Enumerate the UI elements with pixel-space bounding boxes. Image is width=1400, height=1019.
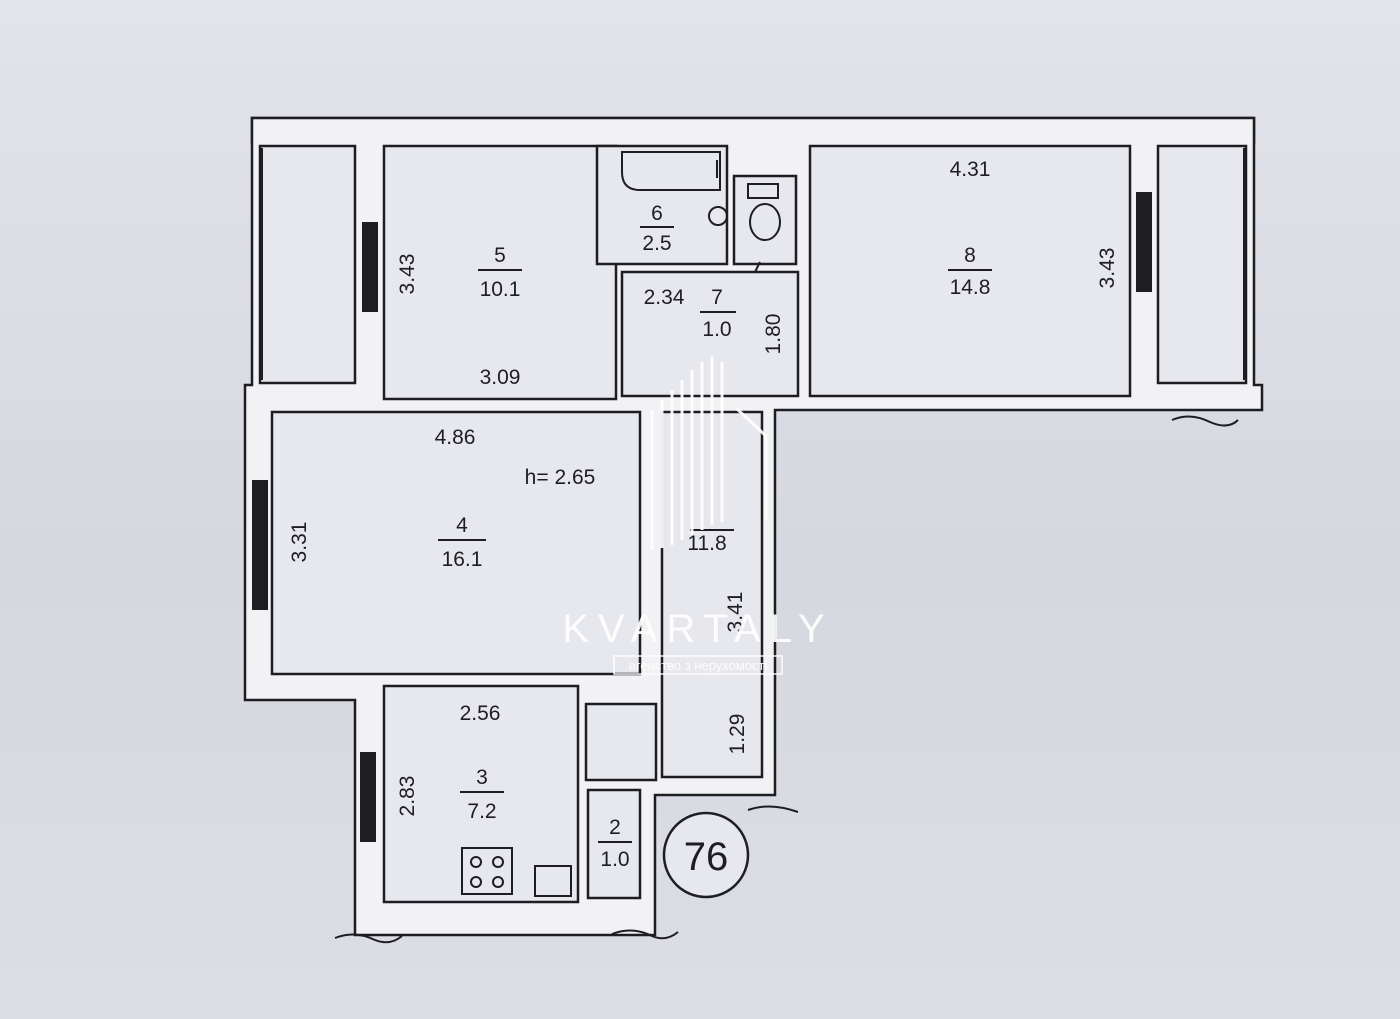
window-room-3 [360, 752, 376, 842]
watermark-logo: KVARTALY агенство з нерухомості [562, 356, 833, 675]
room-6-bathroom [595, 144, 729, 266]
stove-icon [461, 847, 513, 895]
room-toilet [732, 174, 798, 266]
room-7-height-dim: 1.80 [762, 314, 785, 355]
window-room-4 [252, 480, 268, 610]
room-2-storage [586, 788, 642, 900]
room-5-height-dim: 3.43 [396, 254, 419, 295]
window-room-5 [362, 222, 378, 312]
stove-burner-icon [492, 876, 504, 888]
hall-area: 11.8 [687, 532, 726, 555]
room-6-number: 6 [651, 202, 663, 225]
balcony-left [258, 144, 357, 385]
kitchen-sink-icon [534, 865, 572, 897]
toilet-bowl-icon [749, 203, 781, 241]
stove-burner-icon [470, 856, 482, 868]
watermark-brand: KVARTALY [562, 607, 833, 651]
room-hall [660, 410, 764, 779]
balcony-right [1156, 144, 1248, 385]
room-4-width-dim: 4.86 [435, 426, 476, 449]
room-3-width-dim: 2.56 [460, 702, 501, 725]
room-7-number: 7 [711, 286, 723, 309]
stove-burner-icon [492, 856, 504, 868]
apartment-number: 76 [684, 835, 729, 879]
hall-length-dim: 3.41 [724, 592, 747, 633]
room-8-width-dim: 4.31 [950, 158, 991, 181]
break-mark-left [334, 933, 403, 944]
room-8-height-dim: 3.43 [1096, 248, 1119, 289]
room-small-hall [584, 702, 658, 782]
stove-burner-icon [470, 876, 482, 888]
room-3-number: 3 [476, 766, 488, 789]
room-5-area: 10.1 [480, 278, 521, 301]
room-3-height-dim: 2.83 [396, 776, 419, 817]
room-7-area: 1.0 [702, 318, 731, 341]
room-4-height-dim: 3.31 [288, 522, 311, 563]
room-8-area: 14.8 [950, 276, 991, 299]
ceiling-height: h= 2.65 [525, 466, 596, 489]
room-5-width-dim: 3.09 [480, 366, 521, 389]
watermark-tagline: агенство з нерухомості [629, 658, 768, 673]
apartment-number-circle [662, 811, 750, 899]
room-4-number: 4 [456, 514, 468, 537]
room-3-area: 7.2 [467, 800, 496, 823]
room-2-area: 1.0 [600, 848, 629, 871]
toilet-tank-icon [747, 183, 779, 199]
room-2-number: 2 [609, 816, 621, 839]
room-5-number: 5 [494, 244, 506, 267]
watermark-tagline-box [613, 655, 783, 675]
hall-width-dim: 1.29 [726, 714, 749, 755]
break-mark-right [1171, 415, 1239, 427]
room-7-width-dim: 2.34 [644, 286, 685, 309]
logo-arrow-icon [734, 406, 768, 520]
sink-icon [708, 206, 728, 226]
room-6-area: 2.5 [642, 232, 671, 255]
break-mark-entry [747, 805, 799, 813]
room-4-area: 16.1 [442, 548, 483, 571]
break-mark-bottom [611, 929, 679, 940]
bathtub-icon [621, 151, 721, 191]
room-4 [270, 410, 642, 676]
room-7-corridor [620, 270, 800, 398]
window-room-8 [1136, 192, 1152, 292]
room-8-number: 8 [964, 244, 976, 267]
room-5 [382, 144, 618, 401]
